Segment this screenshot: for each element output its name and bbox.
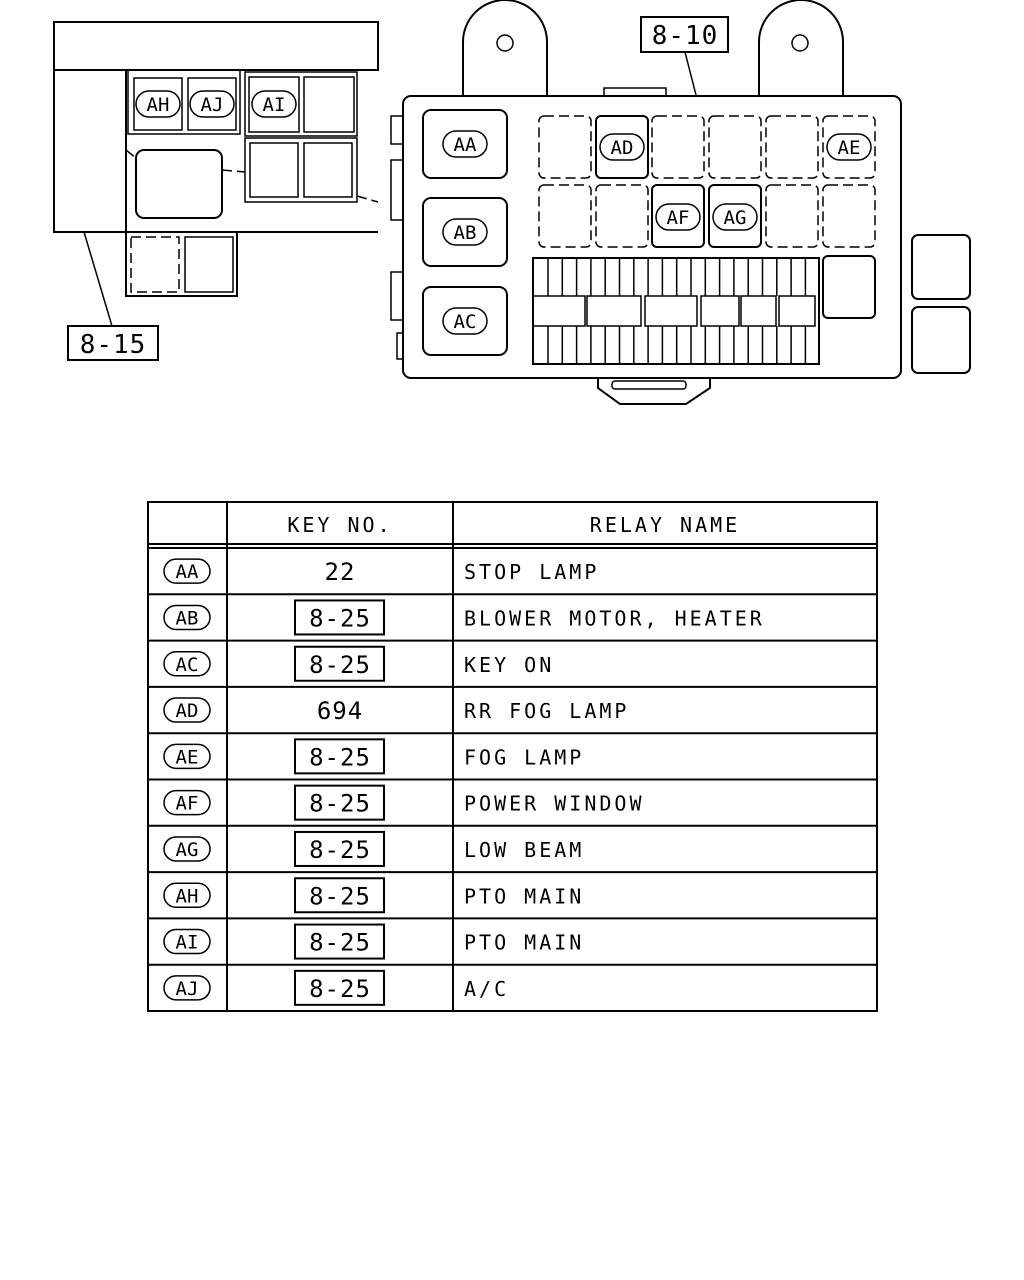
- chip-AI: AI: [251, 90, 297, 118]
- key-number: 8-25: [309, 790, 371, 818]
- table-row: AH 8-25 PTO MAIN: [148, 871, 877, 914]
- svg-text:AJ: AJ: [201, 94, 224, 116]
- relay-table: KEY NO. RELAY NAME AA 22 STOP LAMP AB 8-25 BL…: [147, 501, 878, 1012]
- key-box: [294, 830, 385, 867]
- left-relay-block: 8-15: [53, 21, 379, 361]
- code-label: AA: [176, 561, 199, 583]
- key-number: 694: [317, 697, 363, 725]
- chip-AF: AF: [655, 203, 701, 231]
- code-chip: [163, 975, 211, 1001]
- svg-text:AG: AG: [724, 207, 747, 229]
- chip-AD: AD: [599, 133, 645, 161]
- relay-name: LOW BEAM: [464, 838, 584, 862]
- chip-AJ: AJ: [189, 90, 235, 118]
- callout-8-10: 8-10: [652, 21, 719, 51]
- svg-text:AB: AB: [454, 222, 477, 244]
- code-label: AG: [176, 839, 199, 861]
- code-label: AE: [176, 746, 199, 768]
- chip-AC: AC: [442, 307, 488, 335]
- key-box: [294, 923, 385, 960]
- relay-name: PTO MAIN: [464, 884, 584, 908]
- table-row: AJ 8-25 A/C: [148, 963, 877, 1006]
- svg-text:AF: AF: [667, 207, 690, 229]
- key-box: [294, 738, 385, 775]
- key-number: 8-25: [309, 929, 371, 957]
- svg-text:AC: AC: [454, 311, 477, 333]
- relay-name: STOP LAMP: [464, 560, 599, 584]
- svg-text:AA: AA: [454, 134, 477, 156]
- code-label: AI: [176, 932, 199, 954]
- key-number: 8-25: [309, 882, 371, 910]
- key-number: 22: [325, 558, 356, 586]
- header-relay-name: RELAY NAME: [590, 513, 740, 537]
- callout-8-15: 8-15: [80, 330, 147, 360]
- key-box: [294, 877, 385, 914]
- key-box: [294, 645, 385, 682]
- key-box: [294, 969, 385, 1006]
- key-number: 8-25: [309, 651, 371, 679]
- svg-text:AH: AH: [147, 94, 170, 116]
- code-label: AB: [176, 607, 199, 629]
- header-key-no: KEY NO.: [287, 513, 392, 537]
- key-number: 8-25: [309, 975, 371, 1003]
- chip-AG: AG: [712, 203, 758, 231]
- code-label: AH: [176, 885, 199, 907]
- key-box: [294, 599, 385, 636]
- relay-name: KEY ON: [464, 653, 554, 677]
- table-row: AI 8-25 PTO MAIN: [148, 917, 877, 960]
- code-chip: [163, 604, 211, 631]
- relay-name: BLOWER MOTOR, HEATER: [464, 606, 765, 630]
- table-row: AB 8-25 BLOWER MOTOR, HEATER: [148, 593, 877, 636]
- code-chip: [163, 789, 211, 816]
- chip-AA: AA: [442, 130, 488, 158]
- right-fuse-box: 8-10: [390, 0, 971, 405]
- relay-name: A/C: [464, 977, 509, 1001]
- code-label: AD: [176, 700, 199, 722]
- code-label: AJ: [176, 978, 199, 1000]
- relay-name: RR FOG LAMP: [464, 699, 629, 723]
- chip-AB: AB: [442, 218, 488, 246]
- code-label: AF: [176, 793, 199, 815]
- relay-name: POWER WINDOW: [464, 792, 645, 816]
- code-chip: [163, 928, 211, 955]
- table-row: AA 22 STOP LAMP: [163, 558, 599, 586]
- table-row: AD 694 RR FOG LAMP: [148, 685, 877, 725]
- table-row: AE 8-25 FOG LAMP: [148, 732, 877, 775]
- code-chip: [163, 882, 211, 908]
- code-chip: [163, 697, 211, 723]
- svg-text:AI: AI: [263, 94, 286, 116]
- svg-text:AE: AE: [838, 137, 861, 159]
- code-chip: [163, 836, 211, 862]
- code-chip: [163, 651, 211, 677]
- key-box: [294, 784, 385, 821]
- code-chip: [163, 743, 211, 770]
- table-row: AF 8-25 POWER WINDOW: [148, 778, 877, 821]
- relay-name: PTO MAIN: [464, 931, 584, 955]
- table-row: AG 8-25 LOW BEAM: [148, 824, 877, 867]
- code-label: AC: [176, 654, 199, 676]
- key-number: 8-25: [309, 743, 371, 771]
- svg-text:AD: AD: [611, 137, 634, 159]
- key-number: 8-25: [309, 836, 371, 864]
- code-chip: [163, 558, 211, 584]
- chip-AE: AE: [826, 133, 872, 161]
- relay-name: FOG LAMP: [464, 745, 584, 769]
- key-number: 8-25: [309, 604, 371, 632]
- chip-AH: AH: [135, 90, 181, 118]
- table-row: AC 8-25 KEY ON: [148, 639, 877, 682]
